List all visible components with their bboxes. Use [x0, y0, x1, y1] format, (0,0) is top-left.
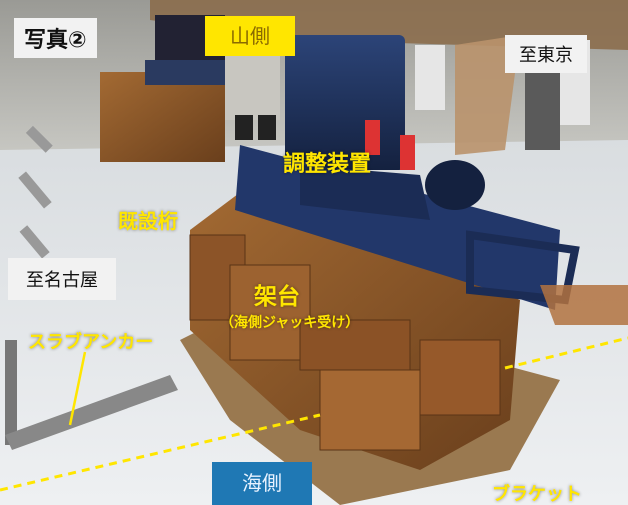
- to-tokyo-label: 至東京: [505, 35, 587, 73]
- bracket-label: ブラケット: [492, 484, 582, 505]
- mountain-side-label: 山側: [205, 16, 295, 56]
- dashed-line-right: [504, 336, 628, 370]
- to-nagoya-label: 至名古屋: [8, 258, 116, 300]
- slab-anchors: [5, 125, 178, 450]
- existing-girder-label: 既設桁: [118, 209, 178, 233]
- stand-note-label: （海側ジャッキ受け）: [220, 315, 360, 331]
- wood-board: [455, 35, 520, 155]
- main-stand: [189, 185, 520, 470]
- right-plate: [540, 285, 628, 325]
- photo-number-label: 写真②: [14, 18, 97, 58]
- slab-anchor-pointer: [68, 351, 87, 426]
- sea-side-label: 海側: [212, 462, 312, 505]
- stand-label: 架台: [254, 284, 300, 310]
- dashed-line-sea: [0, 413, 321, 492]
- slab-anchor-label: スラブアンカー: [28, 332, 154, 353]
- adjusting-device-label: 調整装置: [283, 152, 372, 177]
- adjusting-device: [235, 35, 580, 310]
